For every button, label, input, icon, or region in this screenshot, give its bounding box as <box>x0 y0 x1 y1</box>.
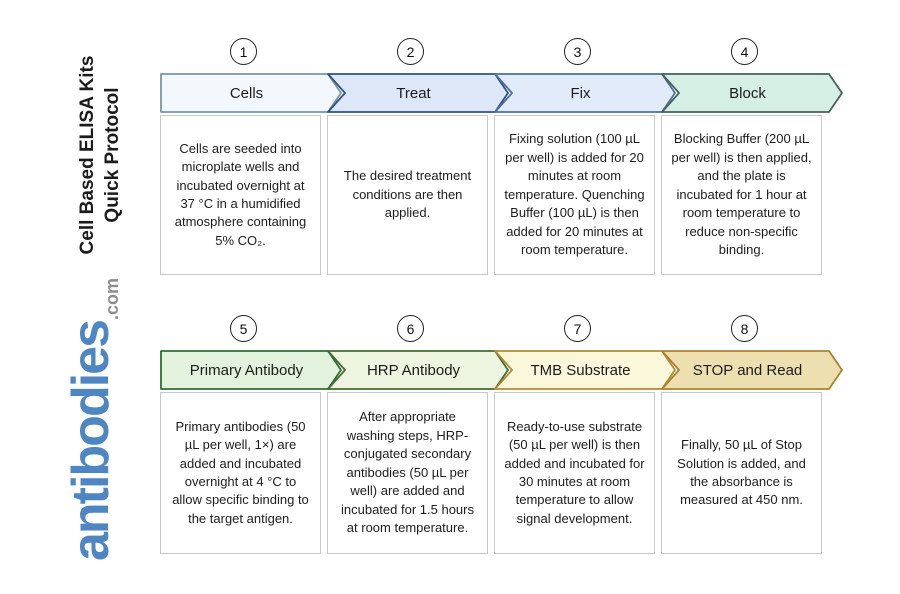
step-6-number-badge: 6 <box>397 315 424 342</box>
step-number: 6 <box>406 320 415 337</box>
step-8-header: STOP and Read <box>661 350 843 390</box>
arrow-shape <box>661 350 843 390</box>
step-6-description: After appropriate washing steps, HRP-con… <box>341 409 474 536</box>
step-3-header: Fix <box>494 73 676 113</box>
step-1-number-badge: 1 <box>230 38 257 65</box>
step-number: 5 <box>239 320 248 337</box>
step-6-description-box: After appropriate washing steps, HRP-con… <box>327 392 488 554</box>
step-2-description-box: The desired treatment conditions are the… <box>327 115 488 275</box>
step-7-column: 7 TMB Substrate Ready-to-use substrate (… <box>494 315 676 554</box>
step-5-description-box: Primary antibodies (50 µL per well, 1×) … <box>160 392 321 554</box>
step-4-description-box: Blocking Buffer (200 µL per well) is the… <box>661 115 822 275</box>
step-2-label: Treat <box>396 84 431 102</box>
step-5-number-badge: 5 <box>230 315 257 342</box>
step-4-label: Block <box>729 84 766 102</box>
step-7-number-badge: 7 <box>564 315 591 342</box>
step-1-description-box: Cells are seeded into microplate wells a… <box>160 115 321 275</box>
brand-logo-text: antibodies <box>62 321 120 562</box>
step-2-number-badge: 2 <box>397 38 424 65</box>
step-8-description-box: Finally, 50 µL of Stop Solution is added… <box>661 392 822 554</box>
protocol-row-1: 1 Cells Cells are seeded into microplate… <box>160 38 843 275</box>
step-2-description: The desired treatment conditions are the… <box>343 168 472 221</box>
step-7-header: TMB Substrate <box>494 350 676 390</box>
page-title: Cell Based ELISA Kits Quick Protocol <box>72 40 128 270</box>
step-8-description: Finally, 50 µL of Stop Solution is added… <box>677 437 806 508</box>
step-8-number-badge: 8 <box>731 315 758 342</box>
step-6-header: HRP Antibody <box>327 350 509 390</box>
step-5-header: Primary Antibody <box>160 350 342 390</box>
step-2-header: Treat <box>327 73 509 113</box>
step-number: 8 <box>740 320 749 337</box>
step-7-description-box: Ready-to-use substrate (50 µL per well) … <box>494 392 655 554</box>
step-4-description: Blocking Buffer (200 µL per well) is the… <box>671 131 812 258</box>
arrow-shape <box>160 73 342 113</box>
step-1-header: Cells <box>160 73 342 113</box>
step-4-number-badge: 4 <box>731 38 758 65</box>
protocol-row-2: 5 Primary Antibody Primary antibodies (5… <box>160 315 843 554</box>
step-5-label: Primary Antibody <box>189 361 304 379</box>
step-4-column: 4 Block Blocking Buffer (200 µL per well… <box>661 38 843 275</box>
step-1-description: Cells are seeded into microplate wells a… <box>174 140 307 248</box>
step-number: 1 <box>239 43 248 60</box>
step-6-label: HRP Antibody <box>366 361 461 379</box>
step-3-description-box: Fixing solution (100 µL per well) is add… <box>494 115 655 275</box>
step-1-label: Cells <box>229 84 264 102</box>
arrow-shape <box>661 73 843 113</box>
step-number: 2 <box>406 43 415 60</box>
step-number: 4 <box>740 43 749 60</box>
step-7-description: Ready-to-use substrate (50 µL per well) … <box>504 418 645 526</box>
step-3-label: Fix <box>570 84 591 102</box>
step-3-description: Fixing solution (100 µL per well) is add… <box>504 131 645 258</box>
step-5-description: Primary antibodies (50 µL per well, 1×) … <box>172 418 309 526</box>
step-8-column: 8 STOP and Read Finally, 50 µL of Stop S… <box>661 315 843 554</box>
page-title-line1: Cell Based ELISA Kits <box>76 55 98 255</box>
step-number: 3 <box>573 43 582 60</box>
brand-logo-suffix: .com <box>102 277 122 320</box>
step-5-column: 5 Primary Antibody Primary antibodies (5… <box>160 315 342 554</box>
step-7-label: TMB Substrate <box>530 361 631 379</box>
page-title-line2: Quick Protocol <box>102 87 123 223</box>
step-3-column: 3 Fix Fixing solution (100 µL per well) … <box>494 38 676 275</box>
arrow-shape <box>160 350 342 390</box>
step-4-header: Block <box>661 73 843 113</box>
step-8-label: STOP and Read <box>692 361 803 379</box>
step-6-column: 6 HRP Antibody After appropriate washing… <box>327 315 509 554</box>
step-3-number-badge: 3 <box>564 38 591 65</box>
brand-logo: antibodies .com <box>62 275 135 565</box>
step-number: 7 <box>573 320 582 337</box>
step-2-column: 2 Treat The desired treatment conditions… <box>327 38 509 275</box>
step-1-column: 1 Cells Cells are seeded into microplate… <box>160 38 342 275</box>
